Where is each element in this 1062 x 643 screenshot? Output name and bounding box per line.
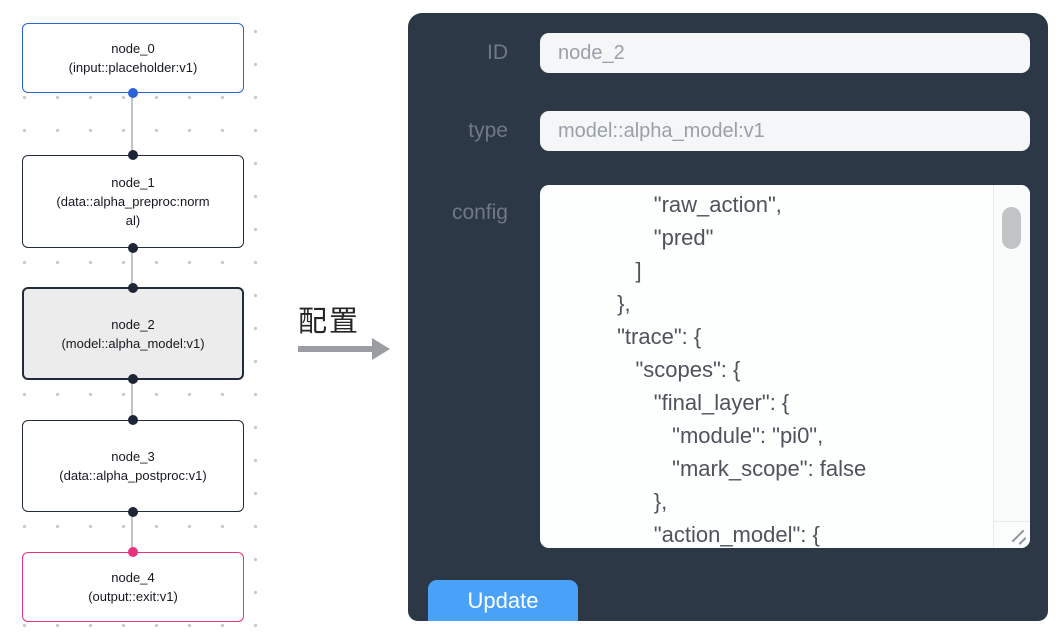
config-scrollbar-thumb[interactable]	[1002, 207, 1021, 249]
node-title: node_2	[111, 316, 155, 332]
flow-node-node_3[interactable]: node_3 (data::alpha_postproc:v1)	[22, 415, 244, 517]
bottom-handle[interactable]	[128, 374, 138, 384]
flow-node-node_1[interactable]: node_1 (data::alpha_preproc:normal)	[22, 150, 244, 253]
config-json-text: "raw_action", "pred" ] }, "trace": { "sc…	[556, 192, 867, 547]
top-handle[interactable]	[128, 283, 138, 293]
node-title: node_4	[111, 570, 155, 585]
config-scrollbar-track[interactable]	[993, 185, 1030, 521]
id-input[interactable]	[540, 33, 1030, 73]
config-editor[interactable]: "raw_action", "pred" ] }, "trace": { "sc…	[540, 185, 1030, 548]
node-title: node_3	[111, 449, 155, 464]
type-input[interactable]	[540, 111, 1030, 151]
bottom-handle[interactable]	[128, 88, 138, 98]
flow-node-node_2[interactable]: node_2 (model::alpha_model:v1)	[22, 283, 244, 384]
top-handle[interactable]	[128, 415, 138, 425]
right-arrow-icon	[298, 338, 393, 360]
config-field-label: config	[451, 201, 508, 224]
node-title: node_1	[111, 175, 155, 190]
flow-node-node_4[interactable]: node_4 (output::exit:v1)	[22, 547, 244, 622]
node-subtitle: (input::placeholder:v1)	[68, 60, 198, 75]
node-subtitle: (model::alpha_model:v1)	[61, 335, 205, 351]
top-handle[interactable]	[128, 547, 138, 557]
top-handle[interactable]	[128, 150, 138, 160]
flow-node-node_0[interactable]: node_0 (input::placeholder:v1)	[22, 23, 244, 98]
panel-canvas: ID type config "raw_action", "pred" ] },…	[392, 0, 1062, 643]
node-subtitle: (data::alpha_postproc:v1)	[59, 468, 207, 483]
edge-node2-node3[interactable]	[131, 379, 133, 421]
node-title: node_0	[111, 41, 155, 56]
node-subtitle: (data::alpha_preproc:normal)	[56, 194, 210, 228]
node-subtitle: (output::exit:v1)	[88, 589, 178, 604]
configure-label: 配置	[298, 306, 361, 338]
configure-annotation: 配置	[288, 298, 398, 360]
node-config-panel: ID type config "raw_action", "pred" ] },…	[408, 13, 1048, 621]
edge-node1-node2[interactable]	[131, 247, 133, 288]
edge-node0-node1[interactable]	[131, 93, 133, 155]
bottom-handle[interactable]	[128, 507, 138, 517]
edge-node3-node4[interactable]	[131, 511, 133, 553]
flow-canvas[interactable]: node_0 (input::placeholder:v1) node_1 (d…	[0, 0, 262, 643]
config-resize-grip[interactable]	[993, 521, 1030, 548]
type-field-label: type	[468, 119, 508, 142]
update-button[interactable]: Update	[428, 580, 578, 621]
id-field-label: ID	[487, 41, 508, 64]
bottom-handle[interactable]	[128, 243, 138, 253]
